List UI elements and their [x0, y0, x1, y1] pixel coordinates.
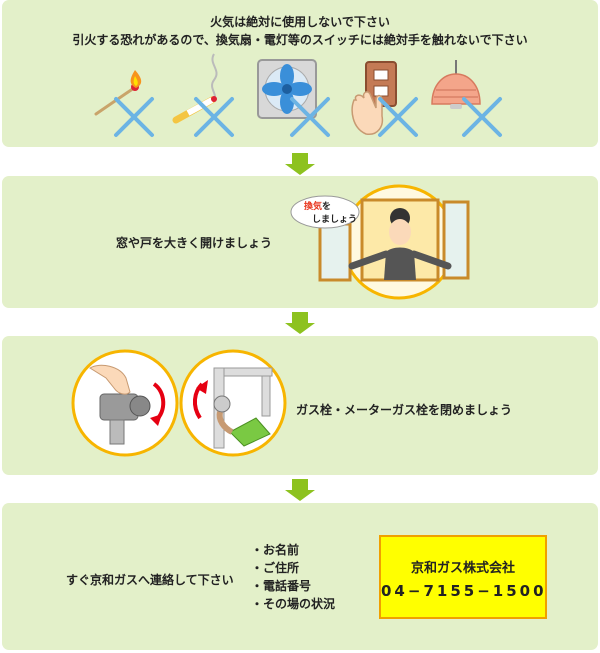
list-item: ・ご住所	[251, 561, 300, 575]
cross-mark-icon	[194, 97, 234, 137]
speech-bubble-line-1: 換気を	[304, 199, 331, 212]
down-arrow-icon	[285, 312, 315, 334]
down-arrow-icon	[285, 479, 315, 501]
speech-bubble-line-2: しましょう	[312, 215, 358, 225]
company-name: 京和ガス株式会社	[410, 561, 515, 576]
match-icon	[94, 70, 142, 116]
cross-mark-icon	[114, 97, 154, 137]
ventilation-fan-icon	[257, 59, 317, 119]
close-gas-text: ガス栓・メーターガス栓を閉めましょう	[296, 403, 513, 417]
company-phone: 04−7155−1500	[381, 582, 547, 600]
light-switch-icon	[351, 61, 397, 135]
list-item: ・電話番号	[251, 579, 312, 593]
ventilate-text: 窓や戸を大きく開けましょう	[116, 236, 273, 250]
open-window-illustration	[318, 184, 470, 300]
gas-valve-closing-illustration	[71, 349, 179, 457]
cross-mark-icon	[462, 97, 502, 137]
meter-valve-closing-illustration	[179, 349, 287, 457]
speech-bubble-keyword: 換気	[304, 202, 323, 212]
company-contact-box: 京和ガス株式会社 04−7155−1500	[379, 535, 547, 619]
list-item: ・その場の状況	[251, 597, 336, 611]
cigarette-icon	[172, 53, 218, 124]
speech-bubble-suffix: を	[322, 202, 332, 212]
list-item: ・お名前	[251, 543, 300, 557]
cross-mark-icon	[378, 97, 418, 137]
pendant-lamp-icon	[431, 60, 481, 109]
warning-line-1: 火気は絶対に使用しないで下さい	[210, 15, 390, 29]
cross-mark-icon	[290, 97, 330, 137]
ventilate-panel	[2, 176, 598, 308]
contact-info-list: ・お名前 ・ご住所 ・電話番号 ・その場の状況	[251, 541, 335, 613]
down-arrow-icon	[285, 153, 315, 175]
warning-line-2: 引火する恐れがあるので、換気扇・電灯等のスイッチには絶対手を触れないで下さい	[72, 33, 528, 47]
speech-bubble	[290, 195, 360, 229]
contact-text: すぐ京和ガスへ連絡して下さい	[66, 573, 234, 587]
